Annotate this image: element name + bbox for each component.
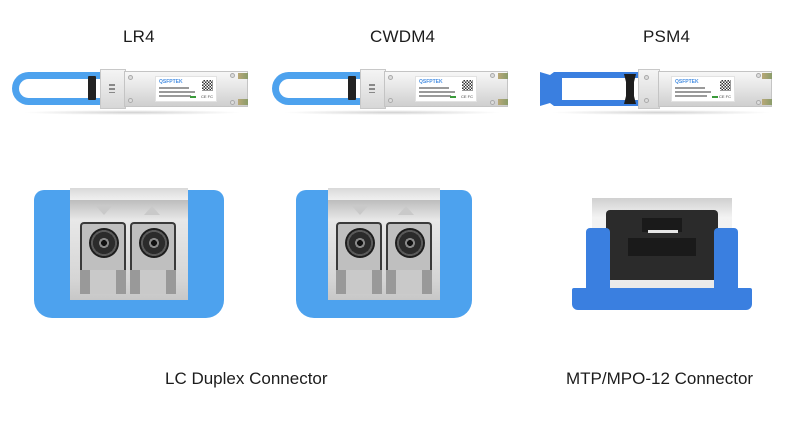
port-face <box>70 200 188 300</box>
screw-icon <box>388 75 393 80</box>
rohs-icon <box>712 96 718 98</box>
product-label: QSFPTEK CE FC <box>671 76 735 102</box>
port-face <box>328 200 440 300</box>
label-text-line <box>419 87 449 89</box>
screw-icon <box>644 98 649 103</box>
port-top-lip <box>70 188 188 202</box>
lc-receptacle-tx <box>336 222 382 270</box>
product-label: QSFPTEK CE FC <box>155 76 217 102</box>
edge-contacts <box>498 73 508 79</box>
pull-tab <box>624 74 636 104</box>
ferrule-slot <box>648 230 678 233</box>
screw-icon <box>128 98 133 103</box>
product-title-cwdm4: CWDM4 <box>370 27 436 46</box>
edge-contacts <box>238 73 248 79</box>
ferrule-icon <box>89 228 119 258</box>
screw-icon <box>756 100 761 105</box>
module-shadow <box>282 110 502 115</box>
label-text-line <box>419 95 451 97</box>
screw-icon <box>644 75 649 80</box>
lc-receptacle-tx <box>80 222 126 270</box>
module-shadow <box>550 110 772 115</box>
caption-lc-duplex: LC Duplex Connector <box>165 369 328 388</box>
label-text-line <box>159 95 191 97</box>
vent-icon <box>369 84 375 93</box>
module-front-housing <box>638 69 660 109</box>
brand-logo: QSFPTEK <box>675 79 699 85</box>
label-text-line <box>675 95 707 97</box>
module-front-housing <box>360 69 386 109</box>
label-text-line <box>159 91 195 93</box>
screw-icon <box>756 73 761 78</box>
lc-receptacle-rx <box>130 222 176 270</box>
ferrule-body <box>628 238 696 256</box>
caption-mtp-mpo: MTP/MPO-12 Connector <box>566 369 754 388</box>
screw-icon <box>490 73 495 78</box>
certification-marks: CE FC <box>719 94 731 99</box>
key-slot <box>642 218 682 232</box>
screw-icon <box>230 73 235 78</box>
pull-tab <box>88 76 96 100</box>
flat-bail-latch <box>540 72 640 106</box>
mpo-receptacle <box>606 210 718 280</box>
screw-icon <box>388 98 393 103</box>
lc-receptacle-rx <box>386 222 432 270</box>
module-body: QSFPTEK CE FC <box>384 71 508 107</box>
vent-icon <box>109 84 115 93</box>
receptacle-base <box>130 270 176 294</box>
lc-duplex-port-image-2 <box>296 188 472 322</box>
port-shell <box>592 198 732 296</box>
module-image-lr4: QSFPTEK CE FC <box>12 68 248 115</box>
receptacle-base <box>80 270 126 294</box>
screw-icon <box>230 100 235 105</box>
label-text-line <box>419 91 455 93</box>
module-image-psm4: QSFPTEK CE FC <box>540 68 772 115</box>
mtp-mpo-port-image <box>572 198 752 310</box>
label-text-line <box>675 87 705 89</box>
brand-logo: QSFPTEK <box>419 79 443 85</box>
blue-dust-boot-base <box>572 288 752 310</box>
edge-contacts <box>238 99 248 105</box>
screw-icon <box>128 75 133 80</box>
ferrule-icon <box>139 228 169 258</box>
screw-icon <box>490 100 495 105</box>
arrow-up-icon <box>144 206 160 215</box>
module-shadow <box>22 110 242 115</box>
product-label: QSFPTEK CE FC <box>415 76 477 102</box>
module-image-cwdm4: QSFPTEK CE FC <box>272 68 508 115</box>
edge-contacts <box>498 99 508 105</box>
label-text-line <box>159 87 189 89</box>
edge-contacts <box>762 73 772 79</box>
qr-code-icon <box>720 80 731 91</box>
pull-tab <box>348 76 356 100</box>
port-top-lip <box>328 188 440 202</box>
arrow-down-icon <box>352 206 368 215</box>
rohs-icon <box>450 96 456 98</box>
product-title-lr4: LR4 <box>123 27 155 46</box>
module-body: QSFPTEK CE FC <box>644 71 772 107</box>
receptacle-base <box>386 270 432 294</box>
qr-code-icon <box>462 80 473 91</box>
label-text-line <box>675 91 711 93</box>
module-body: QSFPTEK CE FC <box>124 71 248 107</box>
edge-contacts <box>762 99 772 105</box>
product-title-psm4: PSM4 <box>643 27 691 46</box>
certification-marks: CE FC <box>201 94 213 99</box>
ferrule-icon <box>345 228 375 258</box>
qr-code-icon <box>202 80 213 91</box>
lc-duplex-port-image-1 <box>34 188 224 322</box>
receptacle-base <box>336 270 382 294</box>
arrow-down-icon <box>96 206 112 215</box>
rohs-icon <box>190 96 196 98</box>
brand-logo: QSFPTEK <box>159 79 183 85</box>
arrow-up-icon <box>398 206 414 215</box>
ferrule-icon <box>395 228 425 258</box>
certification-marks: CE FC <box>461 94 473 99</box>
module-front-housing <box>100 69 126 109</box>
